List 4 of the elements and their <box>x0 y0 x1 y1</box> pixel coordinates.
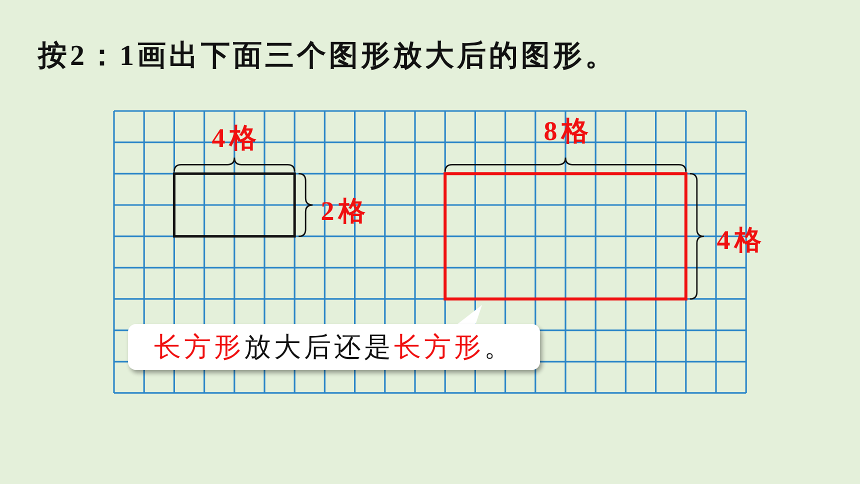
enlarged-rectangle <box>444 172 688 300</box>
bubble-text: 长方形放大后还是长方形。 <box>154 331 514 364</box>
rectangle <box>172 172 296 238</box>
title: 按2：1画出下面三个图形放大后的图形。 <box>38 39 617 74</box>
